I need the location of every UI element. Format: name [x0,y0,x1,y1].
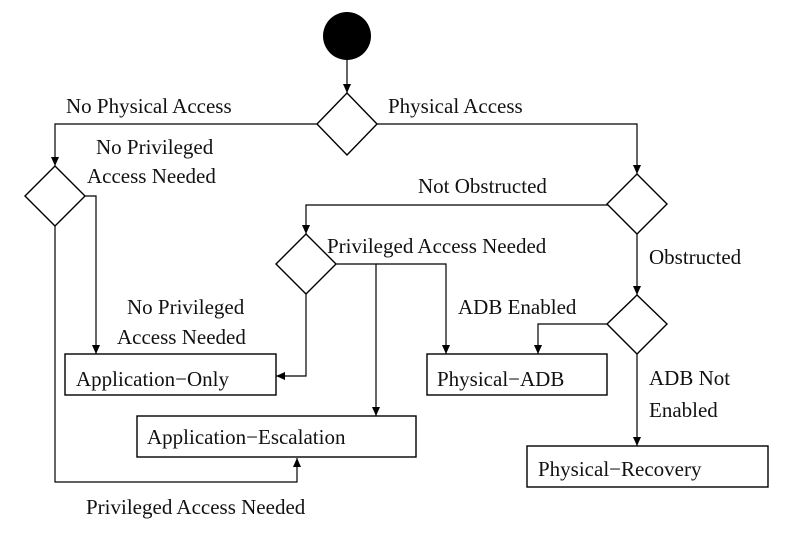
edge-d5-to-phys-adb [534,323,608,354]
box-physical-recovery-label: Physical−Recovery [538,457,702,481]
edge-d3-to-escalation [336,263,380,416]
edge-d1-left [51,123,318,166]
box-application-only-label: Application−Only [76,367,229,391]
label-adb-enabled: ADB Enabled [458,295,577,319]
decision-adb [606,294,668,355]
label-adb-not-enabled-line2: Enabled [649,398,718,422]
decision-physical-access [316,91,378,157]
box-physical-recovery: Physical−Recovery [526,445,769,488]
label-obstructed: Obstructed [649,245,742,269]
box-application-only: Application−Only [64,353,277,396]
edge-d3-to-phys-adb [376,263,450,354]
box-physical-adb: Physical−ADB [426,353,608,396]
decision-obstructed [606,173,668,235]
edge-d4-left [302,204,608,234]
box-application-escalation-label: Application−Escalation [147,425,346,449]
label-no-priv-needed-1-line2: Access Needed [87,164,216,188]
edge-d2-down-to-escalation [54,226,301,483]
edge-d2-to-app-only [85,195,100,354]
box-physical-adb-label: Physical−ADB [437,367,564,391]
edges [51,60,641,483]
edge-d3-to-app-only [276,294,307,380]
label-no-priv-needed-1-line1: No Privileged [96,135,214,159]
decision-privileged-center [275,233,337,295]
edge-d1-right [377,123,641,174]
label-priv-needed-bottom: Privileged Access Needed [86,495,306,519]
box-application-escalation: Application−Escalation [136,415,417,458]
decision-privileged-left [24,165,86,227]
label-priv-needed-top: Privileged Access Needed [327,234,547,258]
label-not-obstructed: Not Obstructed [418,174,547,198]
label-physical-access: Physical Access [388,94,523,118]
label-no-physical-access: No Physical Access [66,94,232,118]
label-no-priv-needed-2-line2: Access Needed [117,325,246,349]
start-node [323,12,371,60]
label-adb-not-enabled-line1: ADB Not [649,366,730,390]
label-no-priv-needed-2-line1: No Privileged [127,295,245,319]
